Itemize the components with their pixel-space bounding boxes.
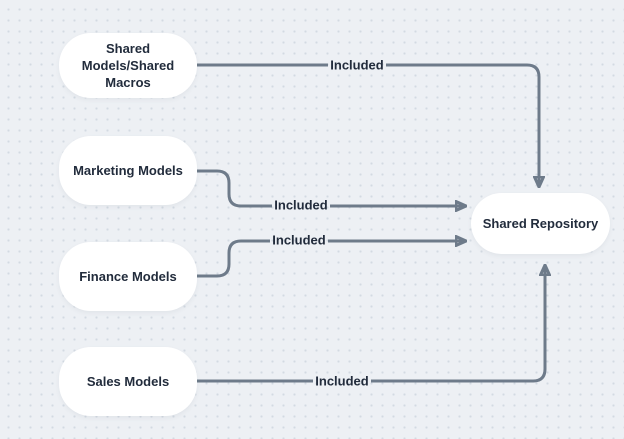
node-label-line: Macros bbox=[105, 75, 151, 90]
edge-shared-models-to-repo-segment-b bbox=[386, 63, 539, 185]
node-shared-repository[interactable]: Shared Repository bbox=[471, 193, 610, 254]
node-label-line: Shared bbox=[105, 41, 151, 56]
node-marketing-models[interactable]: Marketing Models bbox=[59, 136, 197, 205]
node-shared-models-macros[interactable]: Shared Models/Shared Macros bbox=[59, 33, 197, 98]
edge-label-included-sales: Included bbox=[315, 373, 369, 389]
edge-label-included-marketing: Included bbox=[274, 197, 328, 213]
node-finance-models[interactable]: Finance Models bbox=[59, 242, 197, 311]
edge-sales-to-repo-segment-b bbox=[371, 267, 545, 383]
node-label: Marketing Models bbox=[73, 163, 183, 178]
edge-label-included-finance: Included bbox=[272, 232, 326, 248]
node-label: Shared Repository bbox=[482, 216, 599, 231]
edge-finance-to-repo-segment-a bbox=[197, 239, 270, 278]
edge-label-included-shared-models: Included bbox=[330, 57, 384, 73]
node-sales-models[interactable]: Sales Models bbox=[59, 347, 197, 416]
node-label-line: Models/Shared bbox=[81, 58, 175, 73]
edge-marketing-to-repo-segment-a bbox=[197, 169, 272, 208]
node-label: Sales Models bbox=[86, 374, 170, 389]
node-label: Finance Models bbox=[79, 269, 177, 284]
